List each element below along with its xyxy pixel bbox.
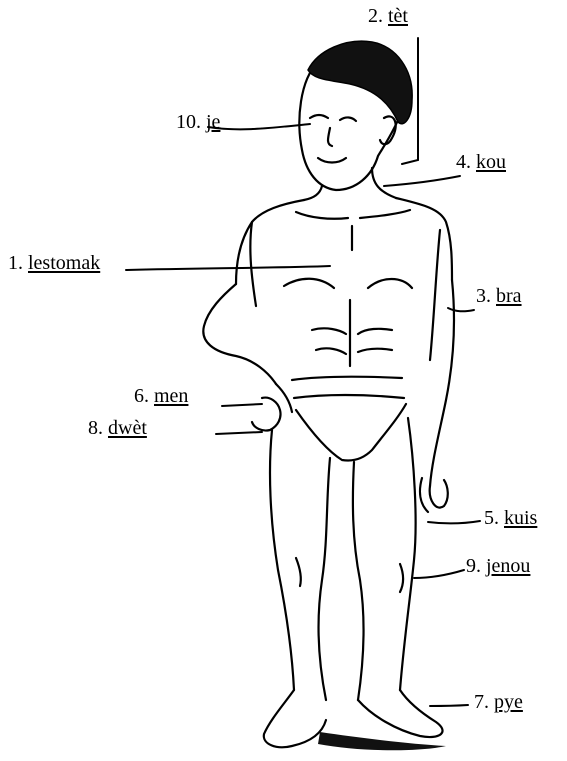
label-word: lestomak — [28, 252, 100, 274]
label-word: men — [154, 385, 188, 407]
label-word: pye — [494, 691, 523, 713]
label-number: 3. — [476, 285, 491, 307]
label-pye: 7. pye — [474, 692, 523, 712]
label-kuis: 5. kuis — [484, 508, 537, 528]
label-jenou: 9. jenou — [466, 556, 530, 576]
label-number: 9. — [466, 555, 481, 577]
label-word: kuis — [504, 507, 537, 529]
label-word: dwèt — [108, 417, 147, 439]
label-men: 6. men — [134, 386, 188, 406]
label-number: 5. — [484, 507, 499, 529]
label-word: jenou — [486, 555, 530, 577]
label-bra: 3. bra — [476, 286, 522, 306]
label-number: 4. — [456, 151, 471, 173]
label-dwet: 8. dwèt — [88, 418, 147, 438]
label-je: 10. je — [176, 112, 220, 132]
label-number: 8. — [88, 417, 103, 439]
label-number: 7. — [474, 691, 489, 713]
label-number: 6. — [134, 385, 149, 407]
label-kou: 4. kou — [456, 152, 506, 172]
label-lestomak: 1. lestomak — [8, 253, 100, 273]
label-number: 2. — [368, 5, 383, 27]
label-tet: 2. tèt — [368, 6, 408, 26]
label-word: tèt — [388, 5, 408, 27]
label-number: 1. — [8, 252, 23, 274]
label-word: bra — [496, 285, 522, 307]
label-number: 10. — [176, 111, 201, 133]
label-word: kou — [476, 151, 506, 173]
label-word: je — [206, 111, 220, 133]
